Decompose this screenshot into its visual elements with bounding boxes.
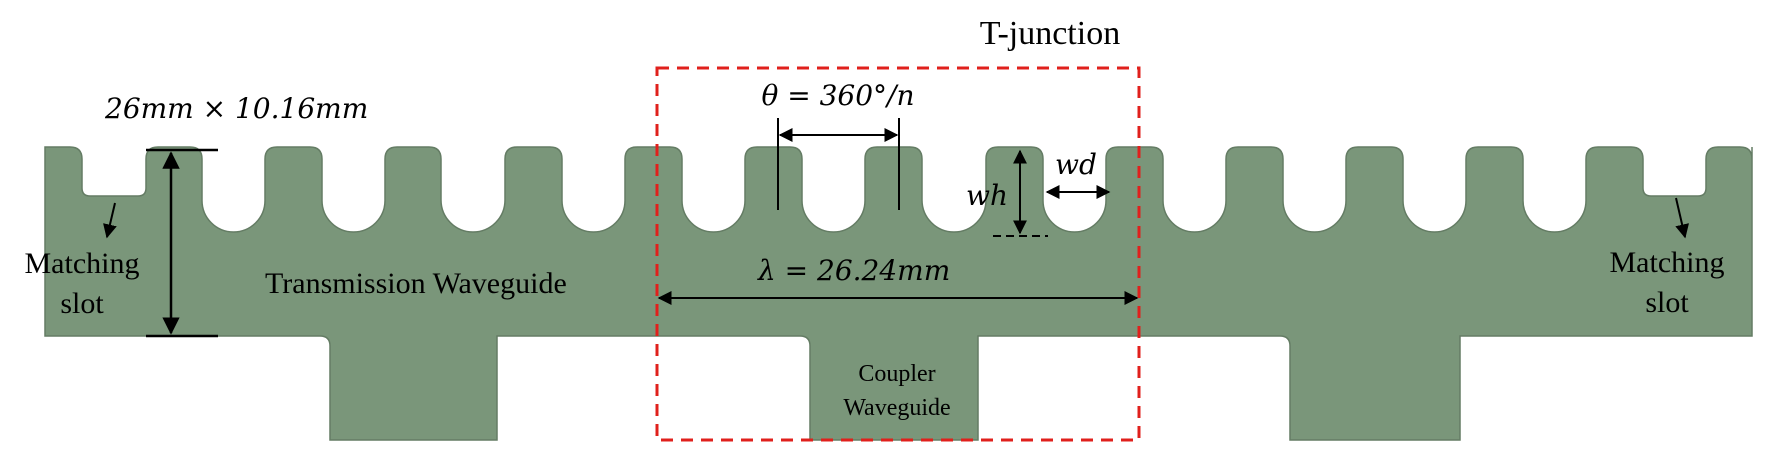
wh-label: wh [966,179,1008,212]
theta-label: θ = 360°/n [761,79,914,112]
matching-slot-left-label-line2: slot [60,287,104,320]
cross-section-label: 26mm × 10.16mm [104,92,368,125]
matching-slot-left-label-line1: Matching [25,247,140,280]
t-junction-title: T-junction [980,15,1120,52]
matching-slot-left-arrow [103,202,117,239]
transmission-waveguide-label: Transmission Waveguide [265,267,567,300]
matching-slot-right-arrow [1675,197,1689,239]
t-junction-box [655,66,1141,442]
wavelength-label: λ = 26.24mm [757,254,950,287]
coupler-label-line2: Waveguide [843,395,950,421]
matching-slot-right-label-line1: Matching [1610,246,1725,279]
cross-section-dimension [146,148,218,338]
matching-slot-right-label-line2: slot [1645,286,1689,319]
wd-label: wd [1055,148,1097,181]
theta-dimension [777,118,900,210]
coupler-label-line1: Coupler [858,361,935,387]
wh-dimension [993,149,1048,237]
